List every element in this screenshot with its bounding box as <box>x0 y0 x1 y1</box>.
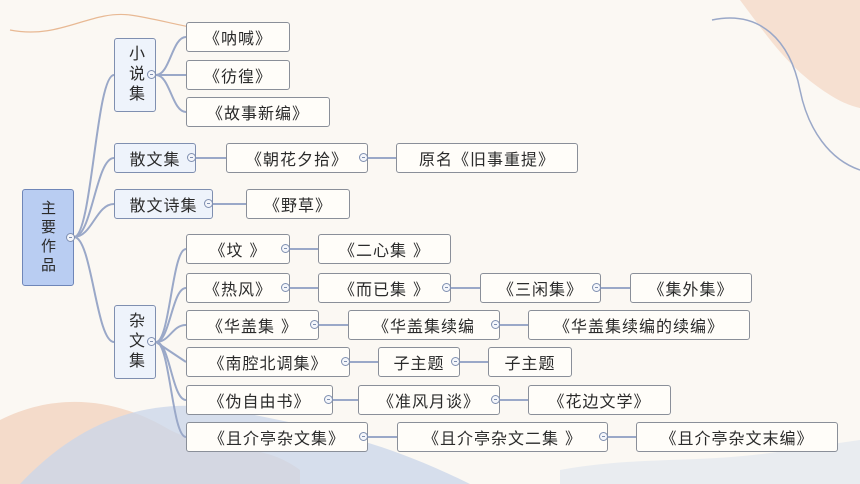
work-label: 《且介亭杂文末编》 <box>660 429 814 448</box>
collapse-toggle[interactable] <box>281 283 290 292</box>
category-essays[interactable]: 杂文集 <box>114 305 156 379</box>
work-nahan[interactable]: 《呐喊》 <box>186 22 290 52</box>
collapse-toggle-prose-poems[interactable] <box>204 199 213 208</box>
subtopic-2[interactable]: 子主题 <box>488 347 572 377</box>
root-label: 主要作品 <box>39 199 57 276</box>
work-label: 《野草》 <box>263 196 332 215</box>
category-prose[interactable]: 散文集 <box>114 143 196 173</box>
collapse-toggle[interactable] <box>324 395 333 404</box>
work-gushi-xinbian[interactable]: 《故事新编》 <box>186 97 330 127</box>
category-prose-poems-label: 散文诗集 <box>129 196 198 215</box>
work-label: 《而已集 》 <box>338 280 431 299</box>
work-label: 《且介亭杂文集》 <box>208 429 345 448</box>
work-label: 《热风》 <box>203 280 272 299</box>
collapse-toggle-zhaohua[interactable] <box>359 153 368 162</box>
collapse-toggle-root[interactable] <box>66 233 75 242</box>
work-huabian-wenxue[interactable]: 《花边文学》 <box>528 385 671 415</box>
note-label: 原名《旧事重提》 <box>418 150 555 169</box>
work-huagai-ji-xubian[interactable]: 《华盖集续编 <box>348 310 500 340</box>
collapse-toggle-prose[interactable] <box>187 153 196 162</box>
work-huagai-ji-xubian-xubian[interactable]: 《华盖集续编的续编》 <box>528 310 750 340</box>
collapse-toggle[interactable] <box>341 357 350 366</box>
work-erxin-ji[interactable]: 《二心集 》 <box>318 234 451 264</box>
collapse-toggle[interactable] <box>451 357 460 366</box>
subtopic-1[interactable]: 子主题 <box>378 347 460 377</box>
category-prose-poems[interactable]: 散文诗集 <box>114 189 213 219</box>
work-qiejieting-zawen-ji[interactable]: 《且介亭杂文集》 <box>186 422 368 452</box>
work-zhunfeng-yuetan[interactable]: 《准风月谈》 <box>358 385 500 415</box>
category-essays-label: 杂文集 <box>126 312 145 372</box>
work-panghuang[interactable]: 《彷徨》 <box>186 60 290 90</box>
work-sanxian-ji[interactable]: 《三闲集》 <box>480 273 601 303</box>
work-label: 《花边文学》 <box>548 392 651 411</box>
work-label: 《呐喊》 <box>203 29 272 48</box>
work-yecao[interactable]: 《野草》 <box>246 189 350 219</box>
work-label: 《故事新编》 <box>206 104 309 123</box>
collapse-toggle[interactable] <box>592 283 601 292</box>
collapse-toggle-essays[interactable] <box>147 337 156 346</box>
collapse-toggle[interactable] <box>491 395 500 404</box>
work-eryi-ji[interactable]: 《而已集 》 <box>318 273 451 303</box>
category-prose-label: 散文集 <box>129 150 181 169</box>
work-label: 《三闲集》 <box>497 280 583 299</box>
work-huagai-ji[interactable]: 《华盖集 》 <box>186 310 319 340</box>
work-jiwai-ji[interactable]: 《集外集》 <box>630 273 752 303</box>
collapse-toggle[interactable] <box>491 320 500 329</box>
work-label: 《华盖集续编的续编》 <box>553 317 724 336</box>
note-original-title[interactable]: 原名《旧事重提》 <box>396 143 578 173</box>
work-label: 《彷徨》 <box>203 67 272 86</box>
work-label: 《坟 》 <box>209 241 267 260</box>
subtopic-label: 子主题 <box>504 354 556 373</box>
work-zhaohua-xishi[interactable]: 《朝花夕拾》 <box>226 143 368 173</box>
collapse-toggle-novels[interactable] <box>147 70 156 79</box>
category-novels-label: 小说集 <box>126 45 145 105</box>
work-label: 《朝花夕拾》 <box>245 150 348 169</box>
work-fen[interactable]: 《坟 》 <box>186 234 290 264</box>
work-label: 《集外集》 <box>648 280 734 299</box>
work-refeng[interactable]: 《热风》 <box>186 273 290 303</box>
work-label: 《且介亭杂文二集 》 <box>422 429 583 448</box>
subtopic-label: 子主题 <box>393 354 445 373</box>
collapse-toggle[interactable] <box>310 320 319 329</box>
work-label: 《南腔北调集》 <box>208 354 328 373</box>
work-label: 《伪自由书》 <box>208 392 311 411</box>
work-weiziyou-shu[interactable]: 《伪自由书》 <box>186 385 333 415</box>
work-label: 《二心集 》 <box>338 241 431 260</box>
collapse-toggle[interactable] <box>442 283 451 292</box>
collapse-toggle[interactable] <box>599 432 608 441</box>
work-label: 《华盖集续编 <box>372 317 475 336</box>
work-nanqiang-beidiao-ji[interactable]: 《南腔北调集》 <box>186 347 350 377</box>
collapse-toggle[interactable] <box>281 244 290 253</box>
collapse-toggle[interactable] <box>359 432 368 441</box>
work-label: 《准风月谈》 <box>377 392 480 411</box>
work-label: 《华盖集 》 <box>206 317 299 336</box>
work-qiejieting-zawen-mobian[interactable]: 《且介亭杂文末编》 <box>636 422 838 452</box>
work-qiejieting-zawen-erji[interactable]: 《且介亭杂文二集 》 <box>397 422 608 452</box>
